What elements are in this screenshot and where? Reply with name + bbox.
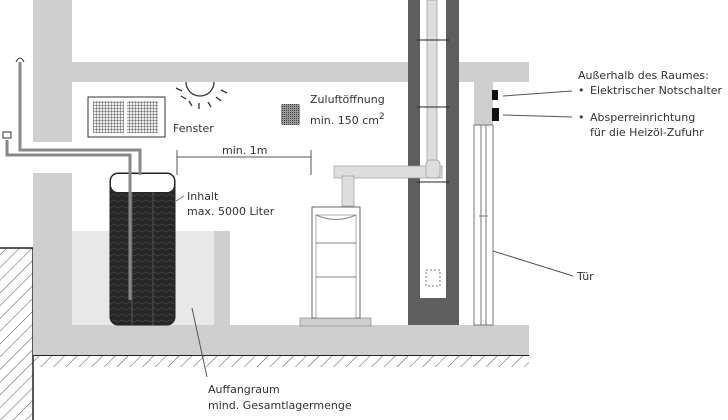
vent-cap-icon	[2, 57, 25, 139]
window-label: Fenster	[173, 122, 214, 135]
air-vent-label-2: min. 150 cm2	[310, 112, 385, 127]
sun-icon	[175, 81, 228, 109]
valve-leader-line	[502, 114, 573, 118]
shutoff-valve-icon[interactable]	[492, 108, 499, 121]
window	[87, 96, 166, 138]
tank-content-label-2: max. 5000 Liter	[187, 205, 275, 218]
ground-left	[0, 247, 34, 420]
basin-label-2: mind. Gesamtlagermenge	[208, 399, 352, 412]
oil-tank[interactable]	[109, 172, 176, 326]
emergency-switch-label: Elektrischer Notschalter	[590, 84, 722, 97]
boiler	[299, 206, 372, 327]
tank-leader-line	[175, 195, 185, 202]
door[interactable]	[473, 124, 494, 326]
building-walls	[33, 0, 529, 355]
switch-leader-line	[502, 90, 573, 97]
bullet: •	[578, 111, 585, 124]
air-vent-icon	[281, 104, 300, 125]
chimney	[408, 0, 459, 325]
door-leader-line	[492, 250, 574, 277]
fill-pipes	[5, 62, 142, 300]
basin-leader-line	[191, 307, 208, 378]
ground-below	[33, 354, 529, 367]
door-label: Tür	[576, 270, 594, 283]
shutoff-label-2: für die Heizöl-Zufuhr	[590, 126, 704, 139]
air-vent-label-1: Zuluftöffnung	[310, 93, 385, 106]
bullet: •	[578, 84, 585, 97]
shutoff-label-1: Absperreinrichtung	[590, 111, 695, 124]
distance-label: min. 1m	[222, 144, 267, 157]
flue-pipe	[333, 159, 443, 207]
tank-content-label-1: Inhalt	[187, 190, 219, 203]
basin-label-1: Auffangraum	[208, 383, 280, 396]
distance-dimension	[176, 150, 312, 175]
outside-room-title: Außerhalb des Raumes:	[578, 69, 709, 82]
emergency-switch-icon[interactable]	[492, 90, 498, 100]
